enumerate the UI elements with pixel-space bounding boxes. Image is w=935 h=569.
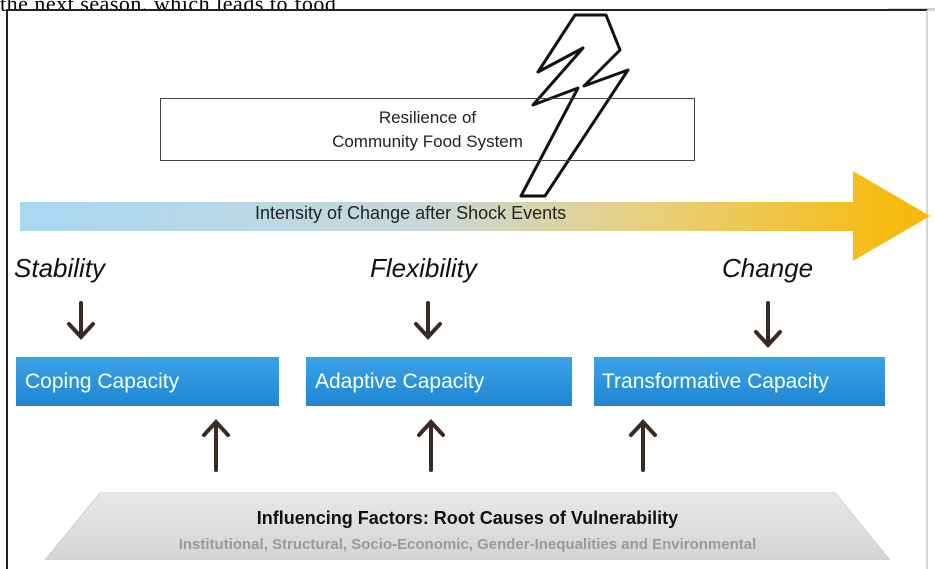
- root-causes-subtitle: Institutional, Structural, Socio-Economi…: [178, 536, 757, 553]
- intensity-arrow: [20, 171, 930, 261]
- adaptive-capacity-box: Adaptive Capacity: [306, 357, 572, 406]
- up-arrow-coping: [202, 419, 230, 472]
- down-arrow-stability: [67, 301, 95, 340]
- down-arrow-flexibility: [414, 301, 442, 340]
- coping-capacity-label: Coping Capacity: [25, 369, 180, 393]
- stage-change: Change: [722, 253, 814, 283]
- lightning-bolt-icon: [519, 13, 630, 198]
- adaptive-capacity-label: Adaptive Capacity: [315, 369, 485, 393]
- root-causes-title: Influencing Factors: Root Causes of Vuln…: [256, 508, 679, 528]
- resilience-title-line1: Resilience of: [378, 107, 477, 127]
- resilience-title-line2: Community Food System: [332, 131, 523, 151]
- down-arrow-change: [754, 301, 782, 348]
- resilience-box: Resilience of Community Food System: [160, 98, 695, 161]
- root-causes-base: [44, 492, 891, 560]
- up-arrow-adaptive: [417, 419, 445, 472]
- transformative-capacity-label: Transformative Capacity: [602, 369, 829, 393]
- transformative-capacity-box: Transformative Capacity: [594, 357, 885, 406]
- intensity-arrow-label: Intensity of Change after Shock Events: [255, 203, 567, 223]
- stage-flexibility: Flexibility: [370, 253, 477, 283]
- diagram-frame: [6, 9, 928, 569]
- stage-stability: Stability: [14, 253, 106, 283]
- coping-capacity-box: Coping Capacity: [16, 357, 279, 406]
- up-arrow-transformative: [629, 419, 657, 472]
